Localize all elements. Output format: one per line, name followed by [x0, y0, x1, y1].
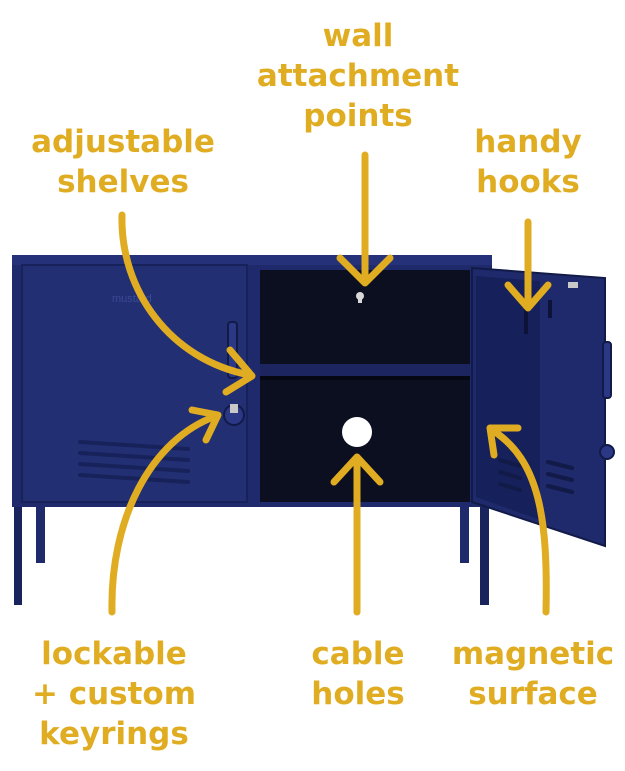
arrow-cable [330, 453, 384, 616]
hook [524, 308, 528, 334]
leg [36, 505, 45, 563]
lock [599, 444, 615, 460]
arrow-shelves [118, 211, 256, 396]
leg [14, 505, 22, 605]
arrow-hooks [504, 218, 552, 312]
leg [460, 505, 469, 563]
leg [480, 505, 489, 605]
shelf [260, 364, 470, 376]
door-vents [498, 458, 574, 494]
cable-hole [342, 417, 372, 447]
door-handle [602, 341, 612, 399]
arrow-magnetic [486, 424, 550, 616]
arrow-wall [336, 151, 394, 287]
arrow-lockable [108, 406, 222, 616]
left-door [21, 264, 248, 503]
